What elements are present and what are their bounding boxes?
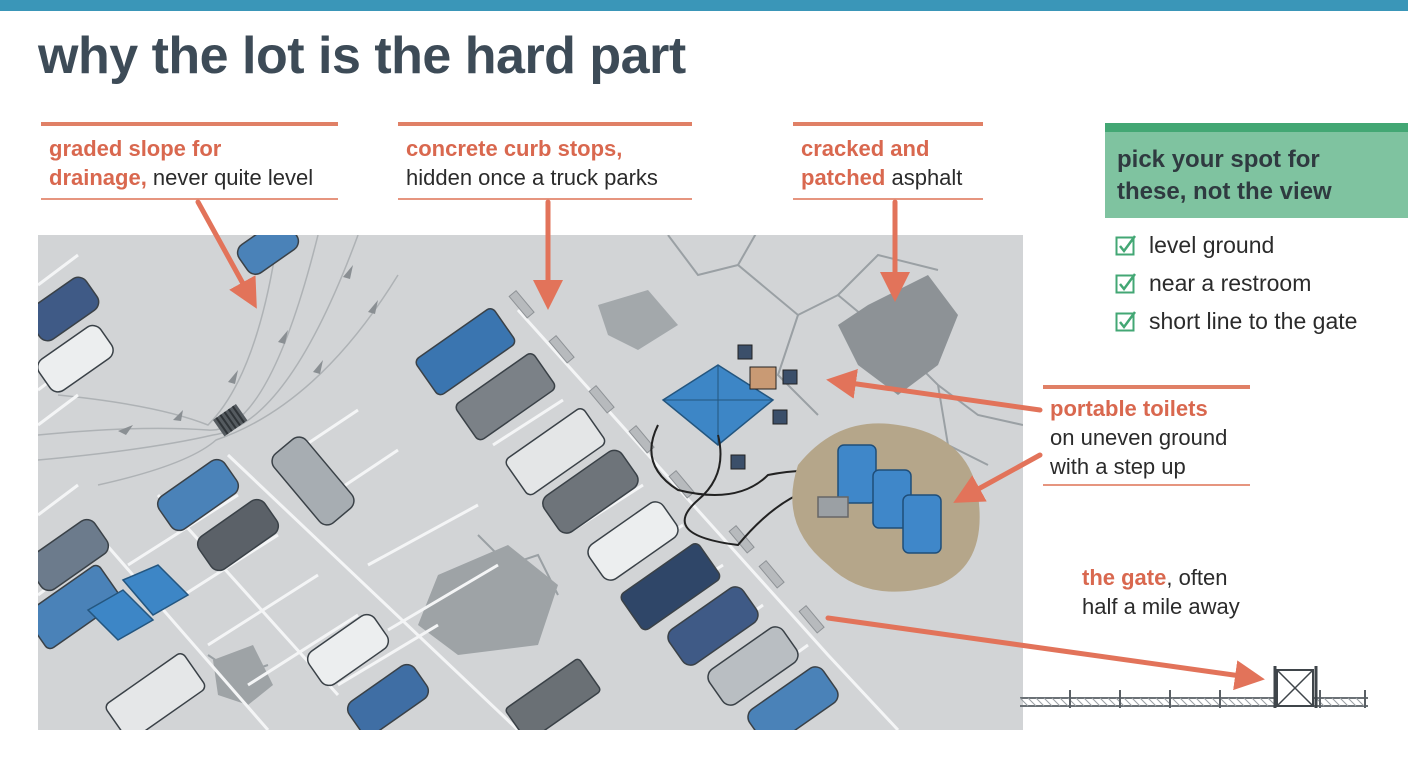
checklist: level ground near a restroom short line …: [1105, 226, 1408, 340]
checklist-item-label: short line to the gate: [1149, 307, 1358, 334]
page-title: why the lot is the hard part: [38, 27, 686, 85]
callout-asphalt: cracked and patched asphalt: [801, 134, 962, 192]
checkbox-check-icon: [1115, 273, 1137, 294]
checklist-item: level ground: [1105, 226, 1408, 264]
callout-rule-top: [41, 122, 338, 126]
callout-text: with a step up: [1050, 454, 1186, 479]
checklist-item-label: level ground: [1149, 231, 1275, 258]
callout-highlight: drainage,: [49, 165, 147, 190]
callout-drainage: graded slope for drainage, never quite l…: [49, 134, 313, 192]
callout-highlight: concrete curb stops,: [406, 136, 623, 161]
drainage-flow-arrows: [118, 265, 378, 435]
asphalt-patch: [838, 275, 958, 395]
callout-rule-bottom: [793, 198, 983, 200]
callout-rule-top: [1043, 385, 1250, 389]
callout-text: half a mile away: [1082, 594, 1240, 619]
callout-text: on uneven ground: [1050, 425, 1228, 450]
portable-toilets: [817, 444, 942, 554]
callout-rule-bottom: [41, 198, 338, 200]
callout-highlight: portable toilets: [1050, 396, 1208, 421]
asphalt-patch: [598, 290, 678, 350]
callout-rule-top: [793, 122, 983, 126]
callout-highlight: cracked and: [801, 136, 930, 161]
asphalt-patch: [213, 645, 273, 705]
callout-highlight: patched: [801, 165, 886, 190]
callout-curb-stops: concrete curb stops, hidden once a truck…: [406, 134, 658, 192]
checklist-panel: pick your spot for these, not the view l…: [1105, 123, 1408, 340]
callout-text: , often: [1166, 565, 1228, 590]
top-accent-bar: [0, 0, 1408, 11]
checklist-heading-line: pick your spot for: [1117, 146, 1320, 173]
callout-rule-bottom: [1043, 484, 1250, 486]
callout-text: hidden once a truck parks: [406, 165, 658, 190]
parking-lot-illustration: [38, 235, 1023, 730]
callout-rule-bottom: [398, 198, 692, 200]
checklist-heading-line: these, not the view: [1117, 178, 1332, 205]
checklist-item: near a restroom: [1105, 264, 1408, 302]
camp-chairs: [730, 344, 798, 470]
parking-lot-svg: [38, 235, 1023, 730]
callout-highlight: graded slope for: [49, 136, 222, 161]
canopy-tents: [86, 364, 775, 641]
checklist-item-label: near a restroom: [1149, 269, 1312, 296]
callout-highlight: the gate: [1082, 565, 1167, 590]
callout-rule-top: [398, 122, 692, 126]
asphalt-patch: [418, 545, 558, 655]
checklist-item: short line to the gate: [1105, 302, 1408, 340]
callout-toilets: portable toilets on uneven ground with a…: [1050, 394, 1227, 481]
perimeter-fence: [1020, 666, 1368, 708]
drainage-contours: [38, 235, 399, 486]
checkbox-check-icon: [1115, 235, 1137, 256]
checklist-heading: pick your spot for these, not the view: [1105, 123, 1408, 218]
gate-icon: [1273, 666, 1318, 708]
curb-stops: [508, 289, 825, 634]
callout-text: asphalt: [885, 165, 963, 190]
checkbox-check-icon: [1115, 311, 1137, 332]
callout-gate: the gate, often half a mile away: [1082, 563, 1240, 621]
drain-grate: [213, 403, 248, 437]
callout-text: never quite level: [146, 165, 314, 190]
